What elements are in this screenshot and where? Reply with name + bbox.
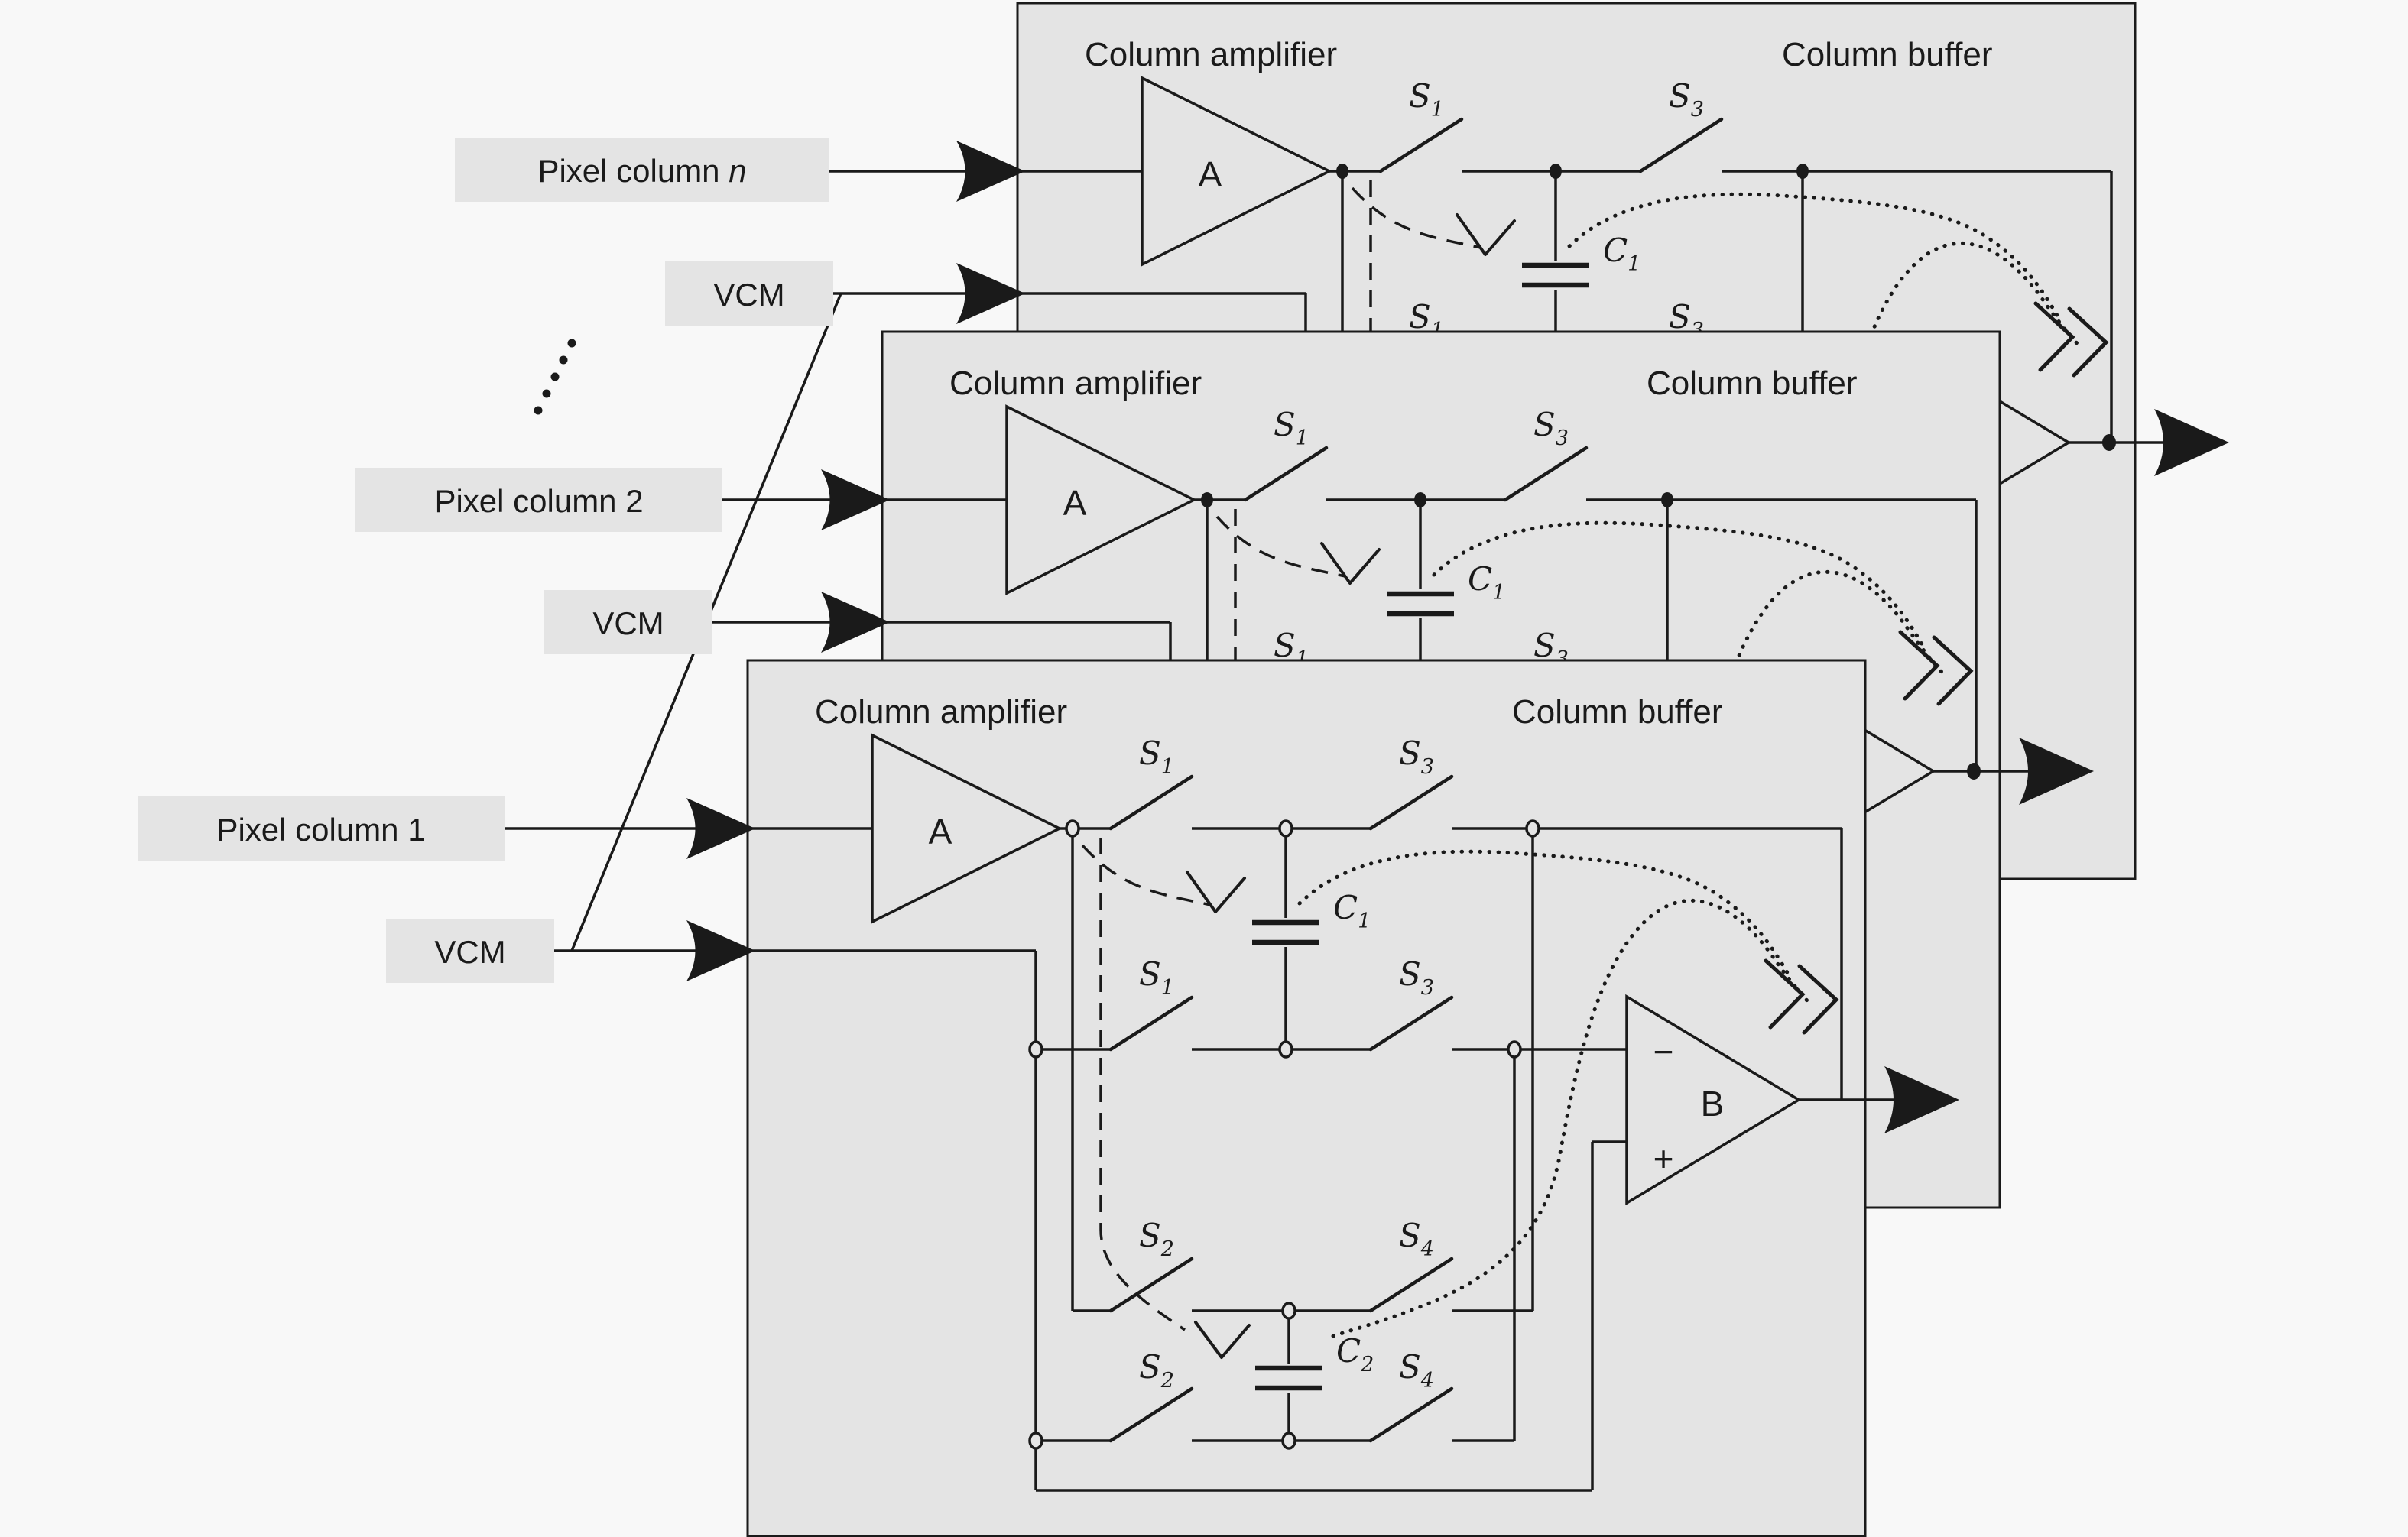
pixel-column-1-label: Pixel column 1	[138, 796, 505, 861]
vcm-n-label: VCM	[665, 261, 833, 326]
svg-text:Pixel column n: Pixel column n	[537, 153, 746, 189]
input-labels: Pixel column n VCM Pixel column 2 VCM Pi…	[138, 138, 833, 983]
svg-text:Pixel column 1: Pixel column 1	[216, 812, 425, 848]
svg-text:VCM: VCM	[434, 934, 505, 970]
vcm-2-label: VCM	[544, 590, 712, 654]
panel-pixel-column-1	[686, 660, 1959, 1536]
pixel-column-2-label: Pixel column 2	[355, 468, 722, 532]
svg-text:VCM: VCM	[592, 605, 664, 641]
svg-text:VCM: VCM	[713, 277, 784, 313]
vcm-1-label: VCM	[386, 919, 554, 983]
pixel-column-n-label: Pixel column n	[455, 138, 829, 202]
svg-text:Pixel column 2: Pixel column 2	[434, 483, 643, 519]
column-ellipsis-dots	[534, 339, 576, 415]
